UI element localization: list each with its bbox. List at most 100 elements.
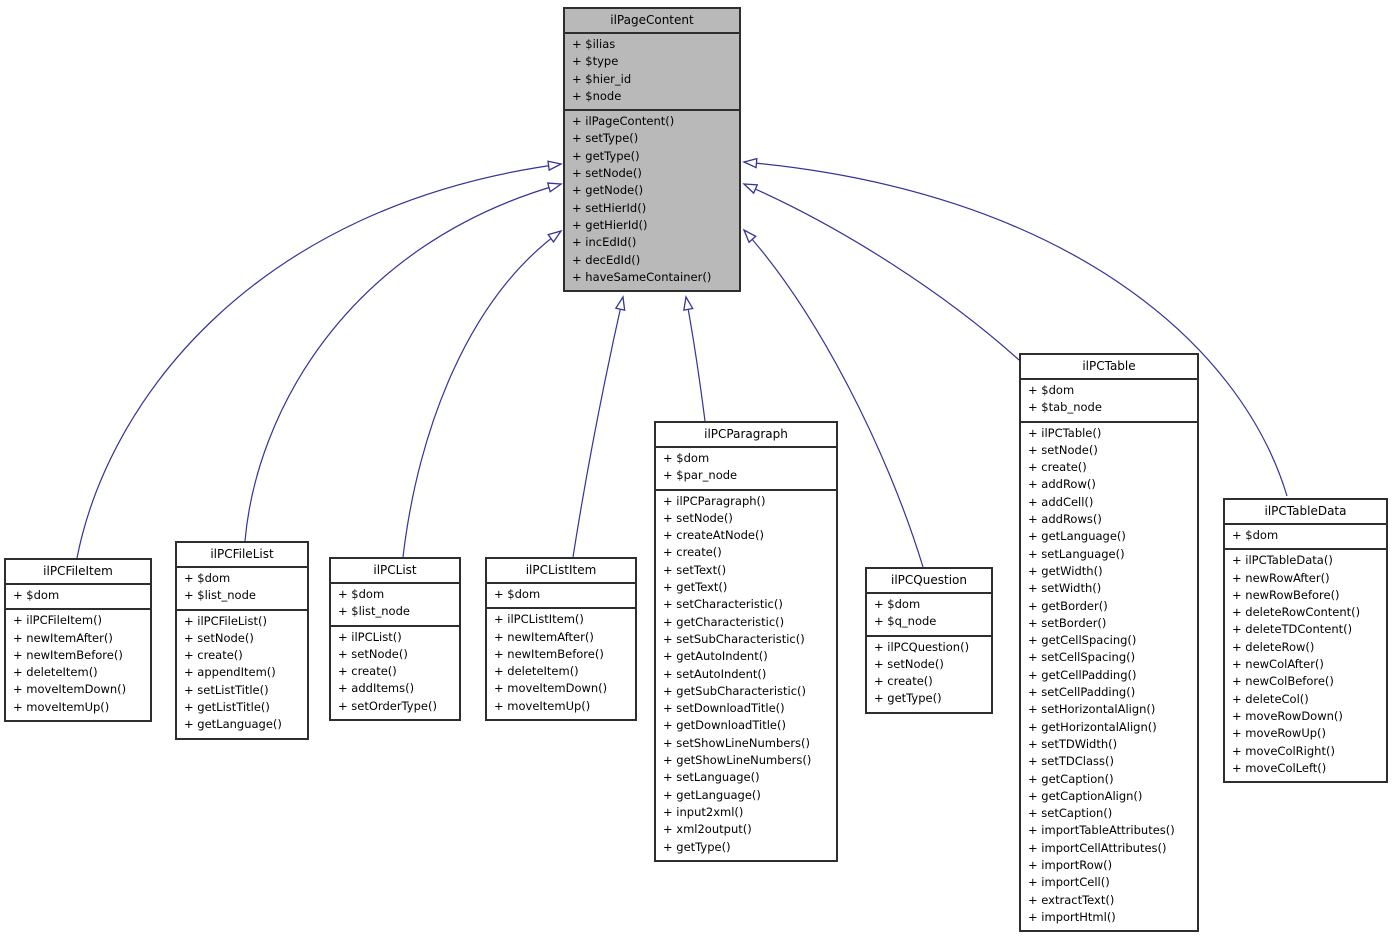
method: + getLanguage() [184,717,282,732]
class-box-ilPageContent: ilPageContent+ $ilias+ $type+ $hier_id+ … [563,7,741,293]
inheritance-edge-ilPCListItem-to-ilPageContent [572,295,626,558]
method: + moveItemDown() [13,682,127,697]
method: + ilPCFileItem() [13,613,103,628]
method: + decEdId() [572,252,641,267]
class-box-ilPCQuestion: ilPCQuestion + $dom + $q_node + ilPCQuestio… [865,567,993,714]
class-methods: + ilPCQuestion()+ setNode()+ create()+ g… [867,634,991,712]
method: + newColAfter() [1232,657,1324,672]
method: + getType() [572,148,640,163]
method: + ilPCQuestion() [874,639,970,654]
method: + deleteTDContent() [1232,622,1353,637]
attribute: + $dom [338,587,385,601]
method: + xml2output() [663,822,752,837]
method: + addRow() [1028,477,1096,492]
method: + getCaption() [1028,771,1114,786]
class-title: ilPCListItem [487,559,635,584]
method: + create() [184,648,243,663]
attribute: + $par_node [663,468,738,483]
method: + deleteRowContent() [1232,605,1361,620]
attribute: + $list_node [338,604,410,619]
method: + setCaption() [1028,806,1113,821]
method: + incEdId() [572,235,637,250]
class-attributes: + $dom + $q_node [867,594,991,635]
attribute: + $hier_id [572,71,632,86]
method: + ilPCTableData() [1232,553,1333,568]
method: + importRow() [1028,858,1113,873]
attribute: + $dom [663,451,710,465]
method: + appendItem() [184,665,276,680]
method: + addRows() [1028,512,1102,527]
class-title: ilPCParagraph [656,423,836,448]
method: + extractText() [1028,892,1115,907]
class-box-ilPCList: ilPCList+ $dom+ $list_node+ ilPCList()+ … [329,557,461,722]
method: + getCellSpacing() [1028,633,1137,648]
method: + setCharacteristic() [663,597,783,612]
method: + setLanguage() [663,770,760,785]
class-attributes: + $ilias+ $type+ $hier_id+ $node [565,34,739,109]
attribute: + $dom [184,571,231,585]
method: + setHorizontalAlign() [1028,702,1156,717]
inheritance-edge-ilPCParagraph-to-ilPageContent [683,295,706,422]
method: + deleteRow() [1232,639,1315,654]
method: + getLanguage() [1028,529,1126,544]
method: + create() [663,545,722,560]
method: + setNode() [184,630,254,645]
method: + getWidth() [1028,563,1103,578]
method: + ilPCFileList() [184,613,267,628]
inheritance-edge-ilPCTableData-to-ilPageContent [742,157,1288,497]
method: + setNode() [663,510,733,525]
method: + setLanguage() [1028,546,1125,561]
method: + setNode() [572,166,642,181]
class-box-ilPCFileList: ilPCFileList + $dom + $list_node + ilPCFile… [175,541,309,740]
class-box-ilPCTableData: ilPCTableData+ $dom+ ilPCTableData()+ ne… [1223,498,1388,784]
class-attributes: + $dom + $par_node [656,448,836,489]
class-methods: + ilPCParagraph()+ setNode()+ createAtNo… [656,488,836,860]
method: + haveSameContainer() [572,269,712,284]
class-methods: + ilPCList()+ setNode()+ create()+ addIt… [331,624,459,719]
method: + create() [338,664,397,679]
method: + getAutoIndent() [663,649,768,664]
method: + getType() [663,839,731,854]
class-attributes: + $dom [1225,525,1386,548]
method: + getSubCharacteristic() [663,683,807,698]
class-title: ilPCFileList [177,543,307,568]
method: + setOrderType() [338,698,437,713]
attribute: + $list_node [184,588,256,603]
method: + ilPCParagraph() [663,493,766,508]
class-title: ilPCTableData [1225,500,1386,525]
attribute: + $dom [874,597,921,611]
method: + newColBefore() [1232,674,1334,689]
class-title: ilPCTable [1021,355,1197,380]
method: + moveItemUp() [494,698,591,713]
method: + ilPCListItem() [494,612,584,627]
inheritance-edge-ilPCTable-to-ilPageContent [742,183,1020,361]
method: + newItemAfter() [494,629,594,644]
method: + getCaptionAlign() [1028,788,1143,803]
class-methods: + ilPageContent()+ setType()+ getType()+… [565,109,739,290]
method: + deleteItem() [494,664,579,679]
class-attributes: + $dom [487,584,635,607]
method: + create() [874,674,933,689]
method: + deleteCol() [1232,691,1309,706]
attribute: + $q_node [874,614,937,629]
method: + getHierId() [572,217,648,232]
method: + setHierId() [572,200,647,215]
method: + setCellSpacing() [1028,650,1136,665]
method: + addCell() [1028,494,1094,509]
class-title: ilPageContent [565,9,739,34]
method: + importHtml() [1028,909,1116,924]
method: + newItemAfter() [13,630,113,645]
class-methods: + ilPCTableData()+ newRowAfter()+ newRow… [1225,548,1386,781]
method: + setSubCharacteristic() [663,631,805,646]
method: + setCellPadding() [1028,685,1136,700]
method: + setAutoIndent() [663,666,767,681]
class-attributes: + $dom+ $tab_node [1021,380,1197,421]
method: + setNode() [338,646,408,661]
method: + create() [1028,460,1087,475]
class-title: ilPCQuestion [867,569,991,594]
method: + deleteItem() [13,665,98,680]
method: + ilPageContent() [572,114,675,129]
attribute: + $tab_node [1028,400,1102,415]
